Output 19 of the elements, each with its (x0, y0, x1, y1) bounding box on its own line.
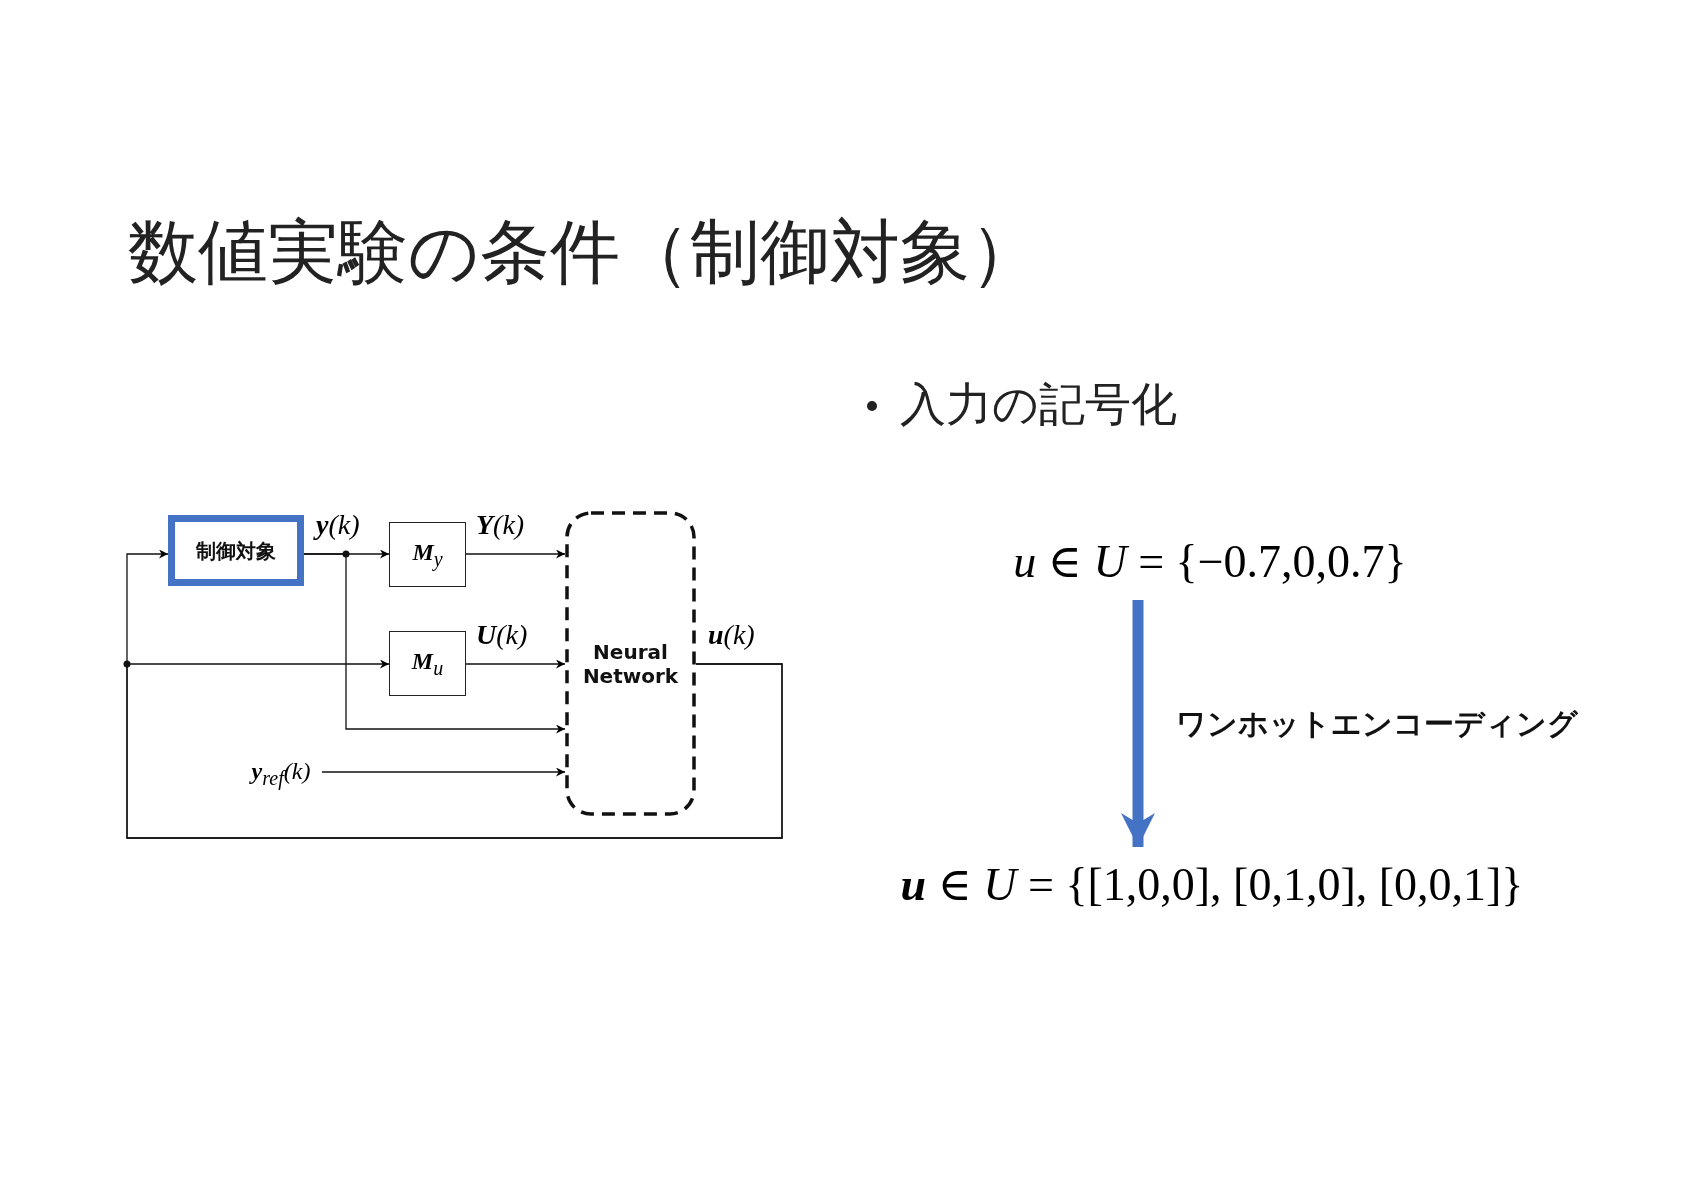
slide-title: 数値実験の条件（制御対象） (128, 210, 1040, 294)
node-text: Neural Network (581, 639, 680, 688)
plant-box (168, 515, 304, 586)
math-text: M$_{u}$ (411, 647, 444, 680)
process-box (389, 522, 466, 587)
neural-network-box (565, 511, 696, 816)
bullet-text: 入力の記号化 (900, 376, 1177, 433)
signal-arrow (465, 659, 566, 669)
node-text: 制御対象 (196, 538, 276, 563)
math-text: u ∈ U = {[1,0,0], [0,1,0], [0,0,1]} (900, 858, 1524, 913)
math-text: M$_{y}$ (412, 538, 443, 571)
block-arrow (1121, 600, 1155, 847)
math-text: u ∈ U = {−0.7,0,0.7} (1013, 535, 1407, 590)
signal-arrow (126, 659, 783, 839)
math-text: y$_{ref}$(k) (251, 756, 311, 790)
signal-arrow (303, 553, 566, 734)
signal-arrow (321, 767, 566, 777)
process-box (389, 631, 466, 696)
signal-arrow (465, 549, 566, 559)
